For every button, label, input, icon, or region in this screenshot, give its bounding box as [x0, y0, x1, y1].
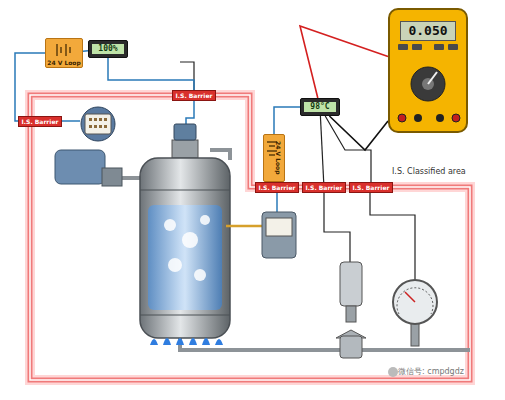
- node-label: I.S. Barrier: [303, 183, 345, 192]
- barrier-box: I.S. Barrier: [302, 182, 346, 193]
- node-label: I.S. Barrier: [350, 183, 392, 192]
- node-label: 98°C: [304, 102, 336, 112]
- multimeter: 0.050: [388, 8, 468, 133]
- loop-wire: [320, 116, 323, 182]
- area-border: [30, 95, 470, 380]
- barrier-box: I.S. Barrier: [172, 90, 216, 101]
- loop-wire: [325, 116, 371, 182]
- barrier-box: I.S. Barrier: [18, 116, 62, 127]
- node-label: 24 V Loop: [275, 135, 282, 181]
- node-label: 24 V Loop: [46, 59, 82, 66]
- loop-wire: [108, 58, 194, 90]
- node-label: I.S. Barrier: [19, 117, 61, 126]
- barrier-box: I.S. Barrier: [255, 182, 299, 193]
- classified-area: I.S. Classified area: [30, 95, 470, 380]
- loop-wire: [329, 116, 388, 150]
- loop-wire: [300, 26, 388, 98]
- area-outline: [30, 95, 470, 380]
- area-border: [30, 95, 470, 380]
- loop-display: 100%: [88, 40, 128, 58]
- battery-box: 24 V Loop: [45, 38, 83, 68]
- node-label: 0.050: [400, 21, 456, 41]
- loop-wire: [274, 107, 300, 134]
- battery-box: 24 V Loop: [263, 134, 285, 182]
- node-label: 100%: [92, 44, 124, 54]
- area-border: [30, 95, 470, 380]
- node-label: I.S. Barrier: [256, 183, 298, 192]
- barrier-box: I.S. Barrier: [349, 182, 393, 193]
- node-label: I.S. Barrier: [173, 91, 215, 100]
- node-label: I.S. Classified area: [392, 167, 466, 176]
- loop-display: 98°C: [300, 98, 340, 116]
- watermark: 微信号: cmpdgdz: [398, 366, 464, 377]
